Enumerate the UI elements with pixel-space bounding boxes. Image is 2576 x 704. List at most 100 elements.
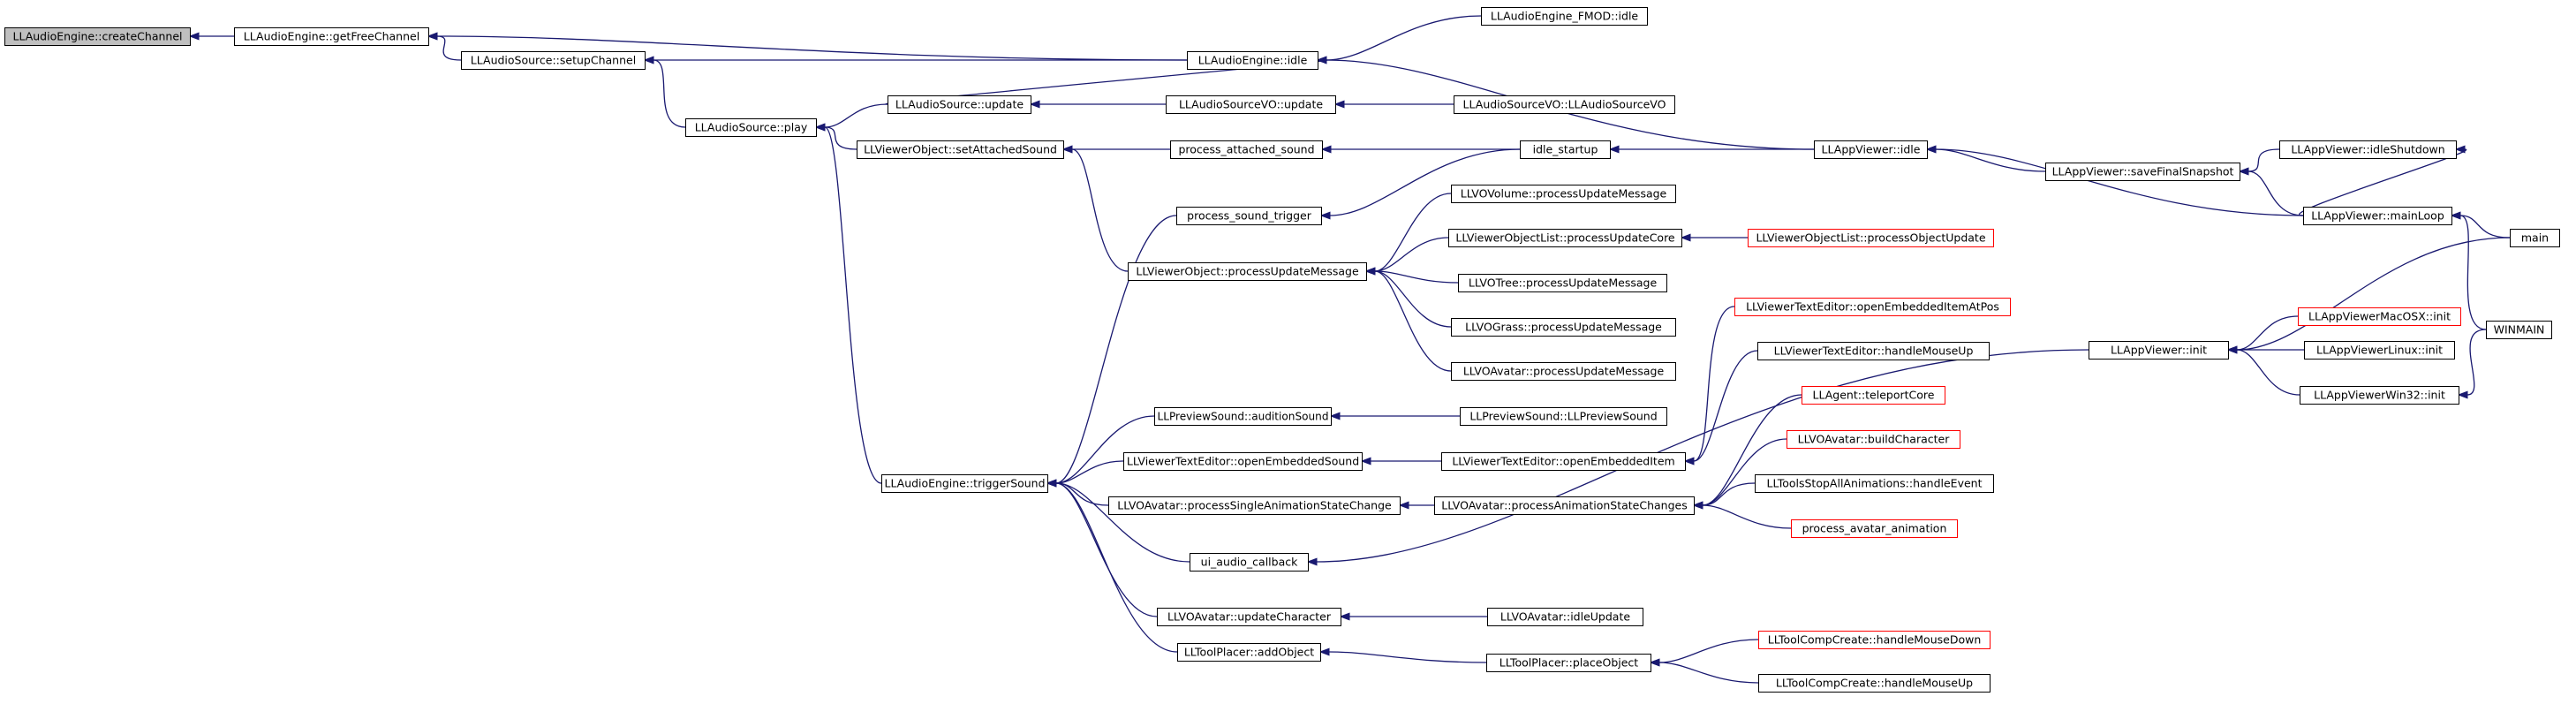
- node-box: [1176, 207, 1322, 225]
- edge-main-loop-to-save-final-snapshot: [2247, 170, 2304, 216]
- node-open-embedded-item[interactable]: LLViewerTextEditor::openEmbeddedItem: [1441, 452, 1686, 471]
- node-label: LLAppViewerMacOSX::init: [2308, 310, 2451, 323]
- node-label: LLVOAvatar::processUpdateMessage: [1463, 365, 1665, 378]
- node-preview-sound-ctor[interactable]: LLPreviewSound::LLPreviewSound: [1460, 407, 1667, 426]
- node-box: [1757, 342, 1990, 360]
- node-avatar-update[interactable]: LLVOAvatar::processUpdateMessage: [1451, 362, 1676, 381]
- edge-src-update-to-play: [824, 103, 888, 128]
- node-build-character[interactable]: LLVOAvatar::buildCharacter: [1787, 430, 1960, 449]
- node-avatar-idle-update[interactable]: LLVOAvatar::idleUpdate: [1487, 608, 1643, 626]
- node-process-sound-trigger[interactable]: process_sound_trigger: [1176, 207, 1322, 225]
- edge-teleport-core-to-anim-state-changes: [1702, 394, 1802, 506]
- node-box: [2510, 229, 2560, 247]
- node-comp-create-up[interactable]: LLToolCompCreate::handleMouseUp: [1758, 674, 1991, 693]
- node-play[interactable]: LLAudioSource::play: [685, 118, 817, 137]
- node-process-object-update[interactable]: LLViewerObjectList::processObjectUpdate: [1748, 229, 1994, 247]
- arrowhead-play: [814, 123, 826, 132]
- arrowhead-win32-init: [2457, 390, 2468, 399]
- node-box: [1190, 553, 1309, 572]
- node-comp-create-down[interactable]: LLToolCompCreate::handleMouseDown: [1758, 631, 1991, 649]
- arrowhead-trigger-sound: [1046, 479, 1057, 488]
- node-label: LLAppViewer::idle: [1822, 143, 1921, 156]
- edge-grass-update-to-obj-process-update: [1374, 270, 1452, 328]
- node-anim-state-changes[interactable]: LLVOAvatar::processAnimationStateChanges: [1434, 496, 1695, 515]
- node-box: [1802, 386, 1945, 405]
- node-box: [1451, 185, 1676, 203]
- node-get-free-channel[interactable]: LLAudioEngine::getFreeChannel: [234, 27, 429, 46]
- edge-audition-sound-to-trigger-sound: [1055, 415, 1155, 484]
- node-grass-update[interactable]: LLVOGrass::processUpdateMessage: [1451, 318, 1676, 337]
- node-box: [234, 27, 429, 46]
- node-add-object[interactable]: LLToolPlacer::addObject: [1177, 643, 1321, 662]
- node-teleport-core[interactable]: LLAgent::teleportCore: [1802, 386, 1945, 405]
- arrowhead-place-object: [1649, 658, 1660, 667]
- node-box: [857, 140, 1064, 159]
- node-main[interactable]: main: [2510, 229, 2560, 247]
- node-stop-all-animations[interactable]: LLToolsStopAllAnimations::handleEvent: [1755, 474, 1994, 493]
- node-linux-init[interactable]: LLAppViewerLinux::init: [2304, 341, 2455, 360]
- node-box: [1520, 140, 1611, 159]
- node-box: [1758, 674, 1991, 693]
- arrowhead-idle-shutdown: [2454, 145, 2466, 154]
- node-label: LLViewerObjectList::processObjectUpdate: [1756, 231, 1985, 245]
- node-idle-shutdown[interactable]: LLAppViewer::idleShutdown: [2279, 140, 2457, 159]
- node-vo-update[interactable]: LLAudioSourceVO::update: [1166, 95, 1336, 114]
- node-open-embedded-item-at-pos[interactable]: LLViewerTextEditor::openEmbeddedItemAtPo…: [1734, 298, 2011, 316]
- edge-handle-mouse-up-text-to-open-embedded-item: [1693, 350, 1758, 462]
- node-app-init[interactable]: LLAppViewer::init: [2089, 341, 2229, 360]
- node-label: LLAudioEngine::triggerSound: [885, 477, 1046, 490]
- node-ui-audio-callback[interactable]: ui_audio_callback: [1190, 553, 1309, 572]
- node-box: [1481, 7, 1648, 26]
- node-label: LLViewerTextEditor::openEmbeddedItem: [1452, 455, 1674, 468]
- node-box: [2045, 163, 2240, 181]
- edge-comp-create-down-to-place-object: [1658, 639, 1759, 663]
- node-app-idle[interactable]: LLAppViewer::idle: [1814, 140, 1928, 159]
- node-label: LLAgent::teleportCore: [1813, 389, 1935, 402]
- node-box: [1177, 643, 1321, 662]
- edge-place-object-to-add-object: [1328, 651, 1487, 663]
- node-label: LLVOGrass::processUpdateMessage: [1465, 321, 1662, 334]
- node-label: LLAudioSourceVO::LLAudioSourceVO: [1463, 98, 1666, 111]
- node-process-update-core[interactable]: LLViewerObjectList::processUpdateCore: [1448, 229, 1682, 247]
- node-label: LLAppViewerWin32::init: [2314, 389, 2445, 402]
- arrowhead-process-update-core: [1680, 233, 1691, 242]
- node-volume-update[interactable]: LLVOVolume::processUpdateMessage: [1451, 185, 1676, 203]
- node-label: LLViewerTextEditor::openEmbeddedItemAtPo…: [1746, 300, 1999, 314]
- node-update-character[interactable]: LLVOAvatar::updateCharacter: [1157, 608, 1341, 626]
- arrowhead-app-idle: [1925, 145, 1937, 154]
- node-trigger-sound[interactable]: LLAudioEngine::triggerSound: [881, 474, 1048, 493]
- node-winmain[interactable]: WINMAIN: [2486, 321, 2552, 339]
- node-create-channel[interactable]: LLAudioEngine::createChannel: [4, 27, 191, 46]
- node-mac-init[interactable]: LLAppViewerMacOSX::init: [2298, 307, 2461, 326]
- edge-main-loop-to-app-idle: [1935, 148, 2304, 216]
- node-win32-init[interactable]: LLAppViewerWin32::init: [2300, 386, 2459, 405]
- node-label: LLVOAvatar::buildCharacter: [1798, 433, 1951, 446]
- node-setup-channel[interactable]: LLAudioSource::setupChannel: [461, 51, 646, 70]
- node-vo-ctor[interactable]: LLAudioSourceVO::LLAudioSourceVO: [1454, 95, 1675, 114]
- node-set-attached-sound[interactable]: LLViewerObject::setAttachedSound: [857, 140, 1064, 159]
- node-label: LLPreviewSound::auditionSound: [1158, 410, 1329, 423]
- node-label: LLVOAvatar::idleUpdate: [1500, 610, 1630, 624]
- node-fmod-idle[interactable]: LLAudioEngine_FMOD::idle: [1481, 7, 1648, 26]
- node-process-avatar-animation[interactable]: process_avatar_animation: [1791, 519, 1958, 538]
- node-process-attached-sound[interactable]: process_attached_sound: [1170, 140, 1323, 159]
- node-audition-sound[interactable]: LLPreviewSound::auditionSound: [1154, 407, 1332, 426]
- node-box: [1734, 298, 2011, 316]
- node-handle-mouse-up-text[interactable]: LLViewerTextEditor::handleMouseUp: [1757, 342, 1990, 360]
- node-single-anim-state[interactable]: LLVOAvatar::processSingleAnimationStateC…: [1108, 496, 1401, 515]
- node-obj-process-update[interactable]: LLViewerObject::processUpdateMessage: [1128, 262, 1367, 281]
- arrowhead-ui-audio-callback: [1306, 557, 1318, 566]
- node-idle-startup[interactable]: idle_startup: [1520, 140, 1611, 159]
- node-open-embedded-sound[interactable]: LLViewerTextEditor::openEmbeddedSound: [1123, 452, 1363, 471]
- node-tree-update[interactable]: LLVOTree::processUpdateMessage: [1458, 274, 1667, 292]
- node-engine-idle[interactable]: LLAudioEngine::idle: [1187, 51, 1318, 70]
- node-label: ui_audio_callback: [1201, 556, 1298, 569]
- node-label: process_avatar_animation: [1802, 522, 1947, 535]
- node-box: [2486, 321, 2552, 339]
- node-save-final-snapshot[interactable]: LLAppViewer::saveFinalSnapshot: [2045, 163, 2240, 181]
- node-src-update[interactable]: LLAudioSource::update: [888, 95, 1031, 114]
- node-place-object[interactable]: LLToolPlacer::placeObject: [1486, 654, 1651, 672]
- node-label: LLVOAvatar::processSingleAnimationStateC…: [1117, 499, 1392, 512]
- node-box: [1458, 274, 1667, 292]
- node-main-loop[interactable]: LLAppViewer::mainLoop: [2303, 207, 2452, 225]
